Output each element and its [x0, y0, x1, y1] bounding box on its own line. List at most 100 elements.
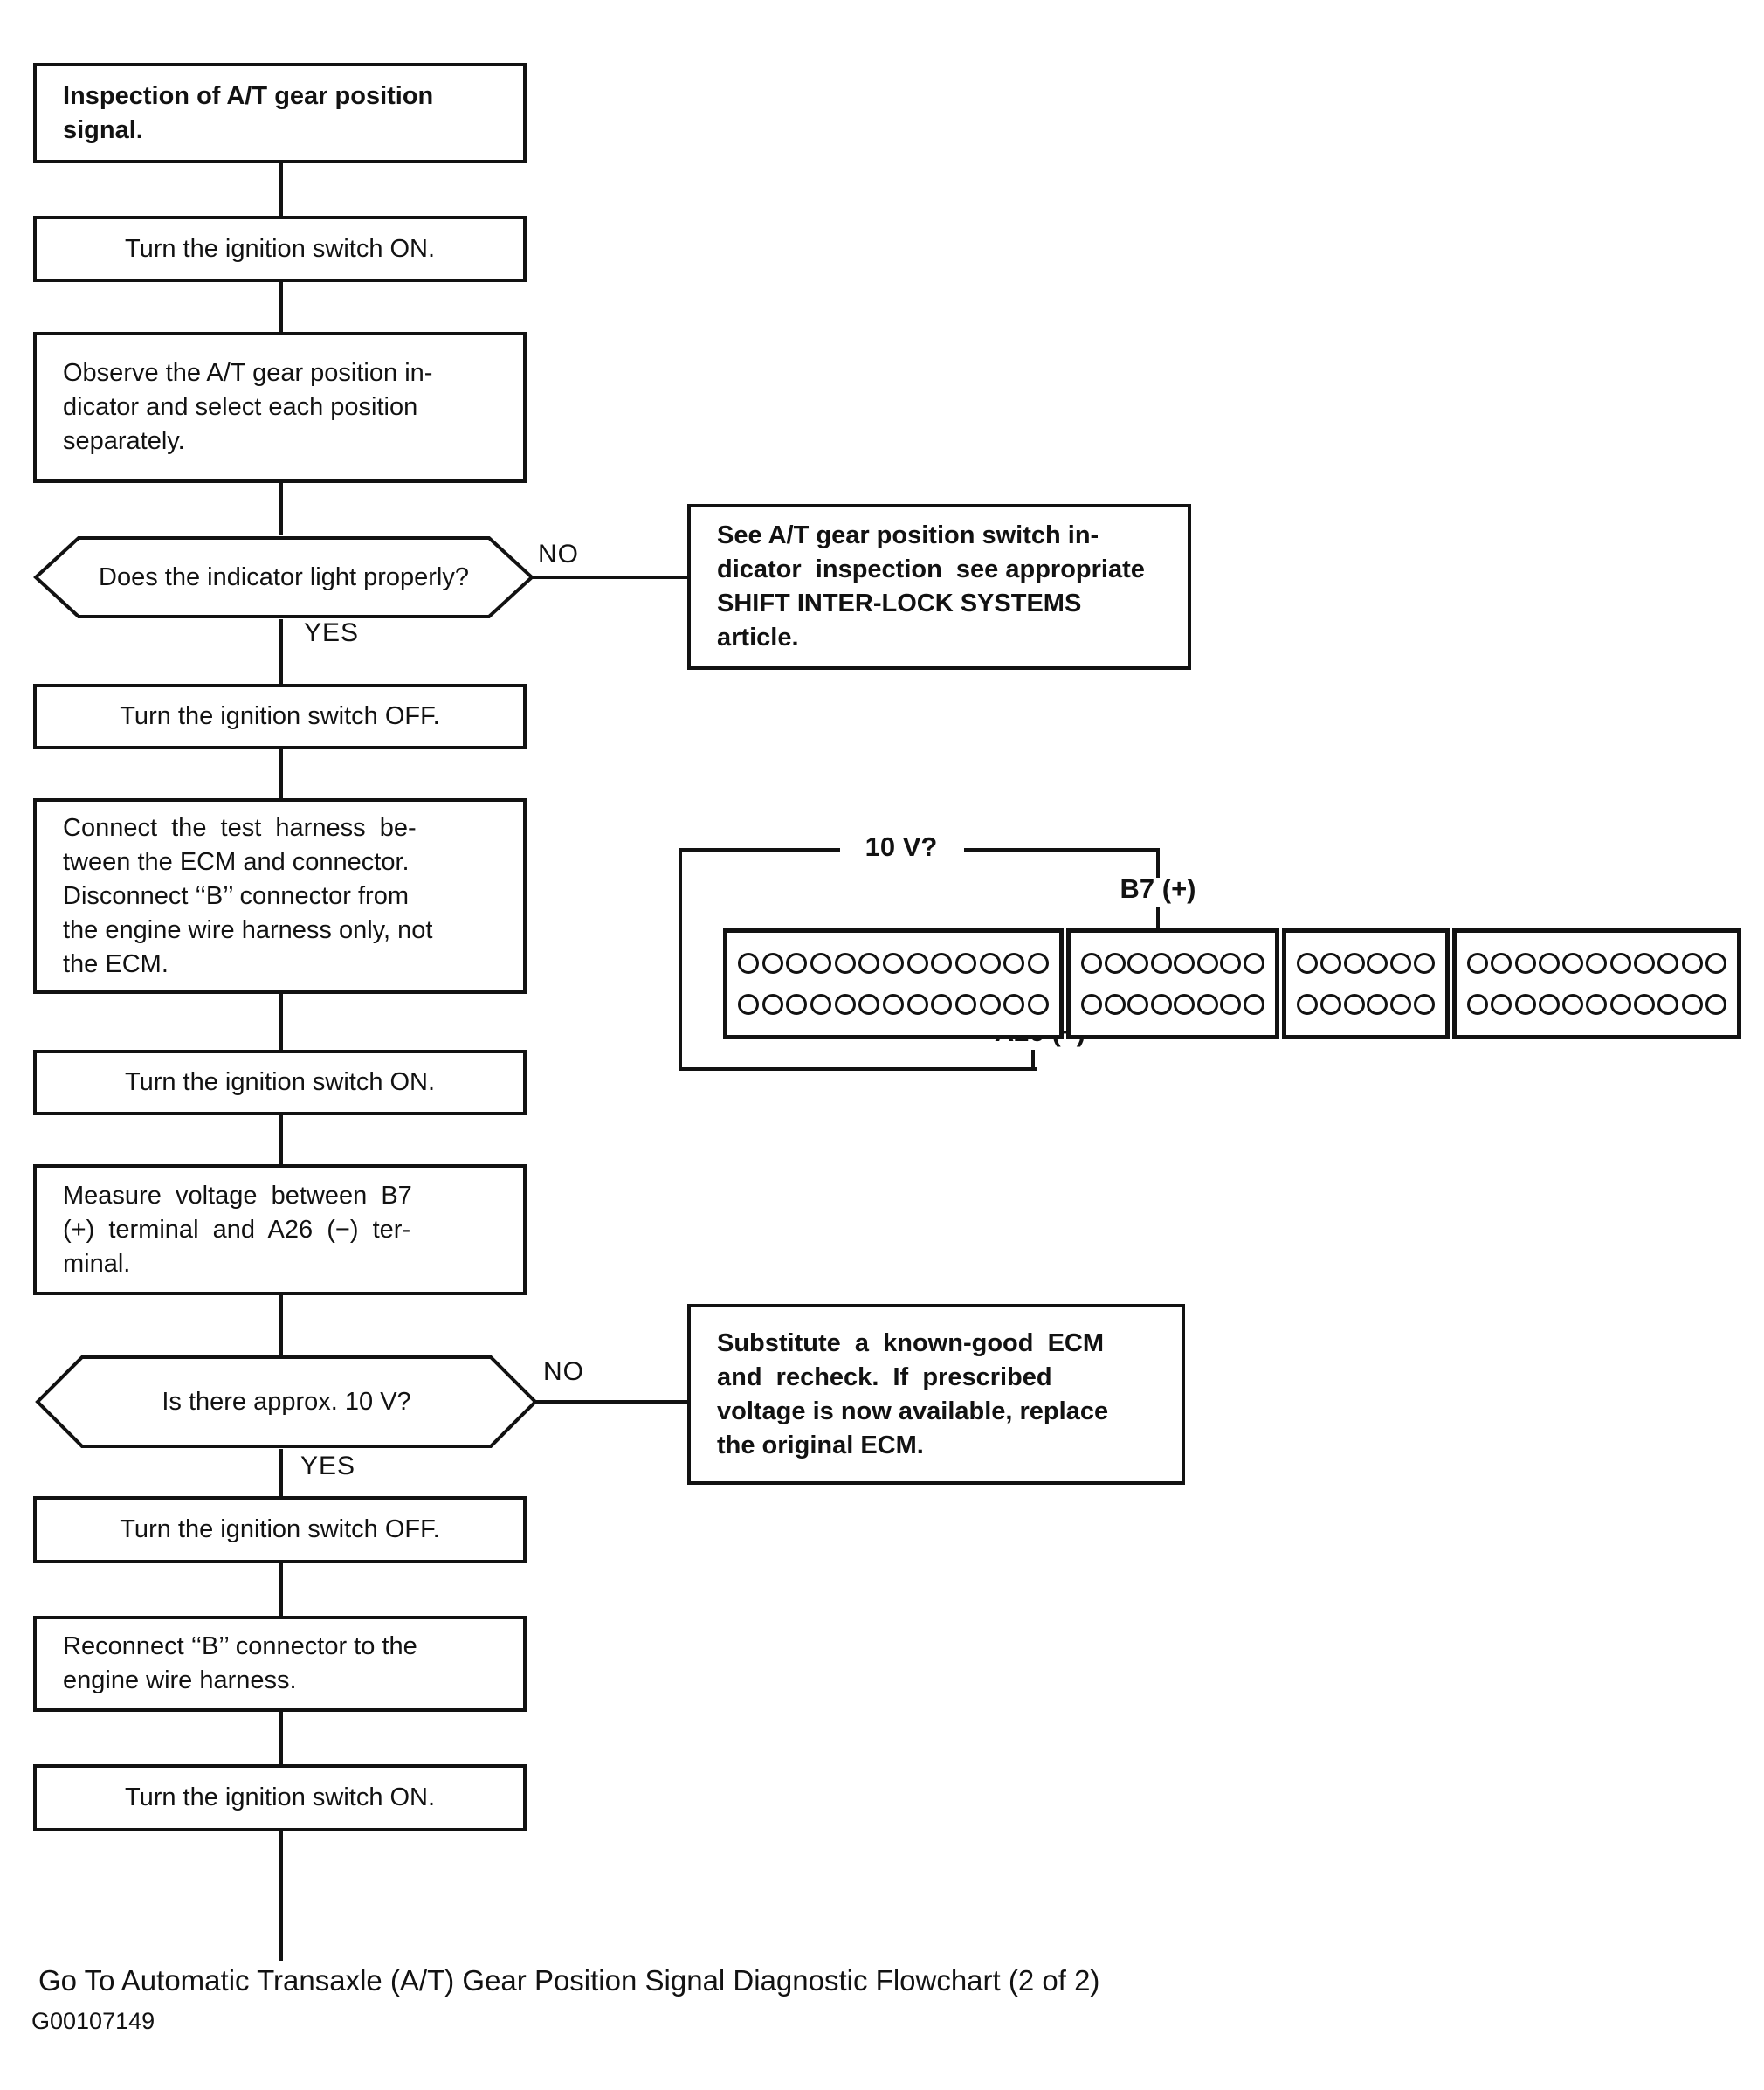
connector-pin-row	[1081, 953, 1264, 974]
connector-pin	[1196, 994, 1218, 1015]
process-box-inspection: Inspection of A/T gear position signal.	[33, 63, 527, 163]
connector-pin	[882, 953, 904, 974]
process-box-connect-harness: Connect the test harness be- tween the E…	[33, 798, 527, 994]
connector-pin	[1413, 994, 1435, 1015]
positive-pin-label: B7 (+)	[1120, 873, 1196, 904]
connector-pin	[1127, 994, 1149, 1015]
connector-pin	[1634, 953, 1656, 974]
action-box-substitute-ecm: Substitute a known-good ECM and recheck.…	[687, 1304, 1185, 1485]
process-box-text: Reconnect ‘‘B’’ connector to the engine …	[63, 1632, 417, 1694]
flow-line	[279, 1563, 283, 1616]
connector-pin	[1390, 953, 1412, 974]
flow-line	[279, 1295, 283, 1355]
process-box-text: Connect the test harness be- tween the E…	[63, 813, 433, 978]
connector-pin-row	[738, 953, 1049, 974]
connector-pin	[1514, 953, 1536, 974]
connector-pin	[1467, 994, 1488, 1015]
connector-pin	[1081, 953, 1102, 974]
connector-pin	[858, 953, 880, 974]
no-branch-line-1	[531, 576, 687, 579]
connector-pin	[1320, 953, 1341, 974]
decision-text: Does the indicator light properly?	[99, 562, 469, 591]
connector-pin	[1681, 953, 1703, 974]
connector-pin-row	[1467, 953, 1726, 974]
process-box-measure-voltage: Measure voltage between B7 (+) terminal …	[33, 1164, 527, 1295]
connector-pin	[1586, 953, 1608, 974]
yes-label-1: YES	[304, 618, 360, 647]
action-box-text: Substitute a known-good ECM and recheck.…	[717, 1328, 1109, 1459]
connector-pin	[810, 953, 831, 974]
connector-pin	[882, 994, 904, 1015]
connector-pin	[834, 953, 856, 974]
connector-pin	[1243, 994, 1264, 1015]
connector-pin	[954, 994, 976, 1015]
connector-pin	[1003, 994, 1025, 1015]
no-branch-line-2	[533, 1400, 687, 1404]
connector-pin	[1634, 994, 1656, 1015]
action-box-see-article: See A/T gear position switch in- dicator…	[687, 504, 1191, 670]
connector-block-d	[1452, 928, 1741, 1039]
connector-pin	[1343, 994, 1365, 1015]
voltage-bracket-line	[679, 1067, 1037, 1071]
connector-pin	[834, 994, 856, 1015]
connector-pin	[1027, 994, 1049, 1015]
process-box-text: Measure voltage between B7 (+) terminal …	[63, 1181, 412, 1278]
connector-pin	[1297, 994, 1318, 1015]
connector-pin	[1657, 994, 1679, 1015]
voltage-bracket-line	[964, 848, 1160, 852]
voltage-bracket-line	[1031, 1050, 1035, 1071]
yes-label-2: YES	[300, 1452, 356, 1480]
flow-line	[279, 1712, 283, 1764]
connector-pin	[1538, 953, 1560, 974]
connector-pin	[1297, 953, 1318, 974]
flow-line	[279, 1449, 283, 1496]
connector-pin	[1104, 994, 1126, 1015]
process-box-ignition-on-2: Turn the ignition switch ON.	[33, 1050, 527, 1115]
connector-pin	[1174, 994, 1196, 1015]
connector-pin	[858, 994, 880, 1015]
connector-pin	[1705, 994, 1726, 1015]
connector-pin	[931, 994, 953, 1015]
connector-pin	[786, 994, 808, 1015]
voltage-bracket-line	[679, 848, 840, 852]
connector-pin	[1150, 994, 1172, 1015]
connector-pin	[1657, 953, 1679, 974]
connector-pin	[1491, 994, 1512, 1015]
connector-pin	[979, 994, 1001, 1015]
connector-pin	[810, 994, 831, 1015]
process-box-text: Turn the ignition switch OFF.	[120, 1515, 440, 1543]
connector-pin	[761, 994, 783, 1015]
no-label-2: NO	[543, 1357, 584, 1386]
flowchart-caption: Go To Automatic Transaxle (A/T) Gear Pos…	[38, 1964, 1100, 1997]
connector-pin	[1220, 953, 1242, 974]
connector-pin	[1320, 994, 1341, 1015]
connector-pin-row	[1467, 994, 1726, 1015]
connector-pin	[738, 953, 759, 974]
process-box-text: Inspection of A/T gear position signal.	[63, 81, 434, 144]
connector-pin-row	[738, 994, 1049, 1015]
process-box-ignition-off-2: Turn the ignition switch OFF.	[33, 1496, 527, 1563]
connector-pin	[1586, 994, 1608, 1015]
connector-pin	[1174, 953, 1196, 974]
decision-text: Is there approx. 10 V?	[162, 1387, 411, 1416]
flow-line	[279, 749, 283, 798]
connector-pin	[1681, 994, 1703, 1015]
connector-pin	[1003, 953, 1025, 974]
connector-pin	[786, 953, 808, 974]
connector-pin	[1491, 953, 1512, 974]
connector-pin	[1562, 994, 1584, 1015]
connector-pin	[1127, 953, 1149, 974]
process-box-text: Turn the ignition switch ON.	[124, 234, 436, 263]
voltage-bracket-line	[679, 848, 682, 1071]
connector-pin	[1150, 953, 1172, 974]
connector-pin	[1104, 953, 1126, 974]
connector-pin	[1514, 994, 1536, 1015]
no-label-1: NO	[538, 540, 579, 569]
connector-block-b	[1066, 928, 1279, 1039]
connector-pin-row	[1081, 994, 1264, 1015]
flow-line	[279, 1115, 283, 1164]
process-box-reconnect: Reconnect ‘‘B’’ connector to the engine …	[33, 1616, 527, 1712]
process-box-ignition-off-1: Turn the ignition switch OFF.	[33, 684, 527, 749]
connector-pin-row	[1297, 994, 1435, 1015]
